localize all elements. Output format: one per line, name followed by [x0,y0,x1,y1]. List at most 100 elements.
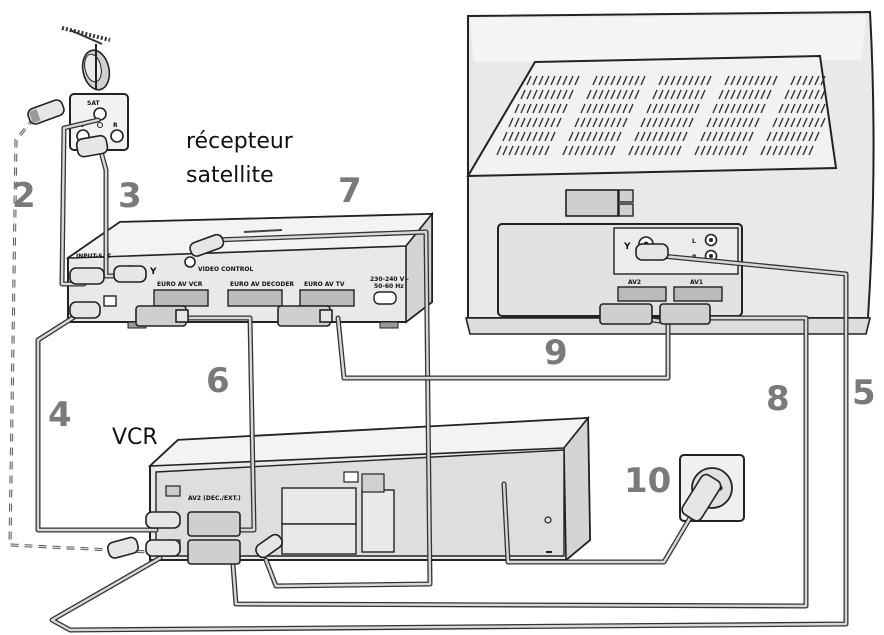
vent-slot [772,75,778,86]
vent-slot [658,103,664,114]
vent-slot [550,131,556,142]
vent-slot [814,131,820,142]
vent-slot [604,89,610,100]
vent-slot [622,117,628,128]
radio-socket [110,129,124,143]
vent-slot [688,75,694,86]
vent-slot [562,145,568,156]
vent-slot [526,117,532,128]
vent-slot [688,103,694,114]
vent-slot [634,145,640,156]
vent-slot [700,89,706,100]
vent-slot [676,103,682,114]
vent-slot [754,117,760,128]
vent-slot [520,103,526,114]
vent-slot [724,145,730,156]
vent-slot [820,117,826,128]
vent-slot [526,89,532,100]
vent-slot [688,89,694,100]
vent-slot [808,75,814,86]
vent-slot [592,75,598,86]
vent-slot [586,89,592,100]
vent-slot [742,117,748,128]
tv-av1-scart [673,286,723,302]
vent-slot [718,131,724,142]
vent-slot [814,89,820,100]
vent-slot [586,103,592,114]
vent-slot [616,131,622,142]
vent-slot [742,103,748,114]
sat-label: SAT [87,100,100,107]
vent-slot [574,131,580,142]
vent-slot [790,75,796,86]
vent-slot [676,89,682,100]
vent-slot [580,145,586,156]
vent-slot [778,103,784,114]
vent-slot [742,145,748,156]
vent-slot [544,145,550,156]
vent-slot [754,103,760,114]
vent-slot [784,117,790,128]
vent-slot [544,75,550,86]
vent-slot [622,75,628,86]
satellite-receiver-label-line-1: récepteur [186,129,294,154]
vent-slot [646,103,652,114]
vent-slot [550,103,556,114]
vent-slot [556,75,562,86]
satellite-receiver-label-line-2: satellite [186,163,274,188]
input-sat-label: INPUT-SAT [76,253,112,260]
vent-slot [556,117,562,128]
vent-slot [766,145,772,156]
receiver-mains-socket [373,291,397,305]
mains-rating-line-1: 230-240 V~ [370,276,409,283]
vent-slot [502,131,508,142]
vent-slot [784,103,790,114]
vent-slot [574,117,580,128]
vent-slot [562,103,568,114]
vent-slot [574,145,580,156]
euro-av-tv-label: EURO AV TV [304,281,345,288]
vent-slot [610,145,616,156]
vent-slot [814,75,820,86]
vent-slot [724,131,730,142]
vent-slot [796,75,802,86]
vent-slot [742,89,748,100]
vent-slot [808,131,814,142]
vent-slot [610,103,616,114]
radio-label: R [113,122,118,129]
vent-slot [682,89,688,100]
vent-slot [778,117,784,128]
vent-slot [796,89,802,100]
vent-slot [508,131,514,142]
vent-slot [706,145,712,156]
vent-slot [598,131,604,142]
vent-slot [670,145,676,156]
vent-slot [664,117,670,128]
vent-slot [790,89,796,100]
vent-slot [508,145,514,156]
vent-slot [544,103,550,114]
callout-10: 10 [624,461,671,501]
vent-slot [658,145,664,156]
vent-slot [538,103,544,114]
vent-slot [730,75,736,86]
vent-slot [766,131,772,142]
vent-slot [592,117,598,128]
vent-slot [694,145,700,156]
vent-slot [538,145,544,156]
vent-slot [730,145,736,156]
vent-slot [616,75,622,86]
vent-slot [580,103,586,114]
tv-av2-scart [617,286,667,302]
vent-slot [526,103,532,114]
vent-slot [760,75,766,86]
vent-slot [526,75,532,86]
vent-slot [772,117,778,128]
vent-slot [814,103,820,114]
vent-slot [514,145,520,156]
vent-slot [712,145,718,156]
vent-slot [664,89,670,100]
vent-slot [598,145,604,156]
vent-slot [604,117,610,128]
